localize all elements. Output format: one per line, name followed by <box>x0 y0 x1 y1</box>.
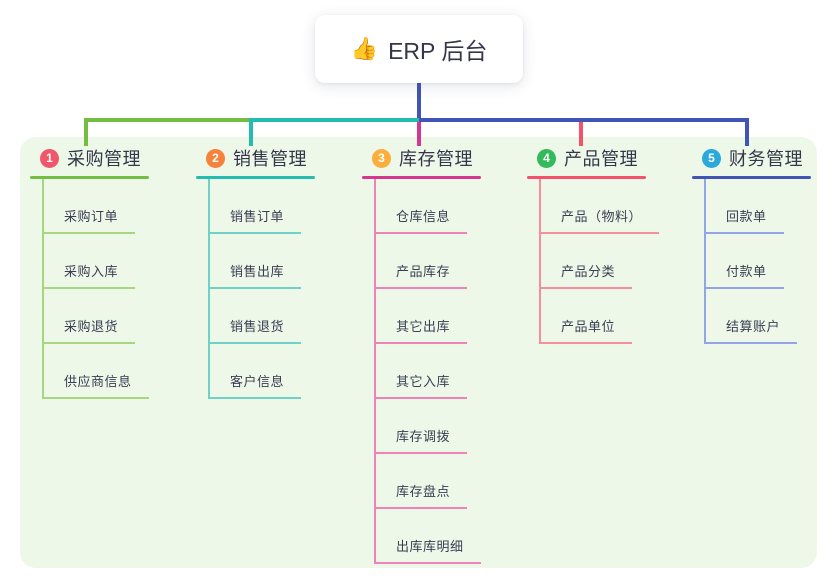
child-node-label: 产品库存 <box>396 264 451 279</box>
child-node-inventory-2[interactable]: 产品库存 <box>374 257 468 289</box>
child-node-inventory-3[interactable]: 其它出库 <box>374 312 468 344</box>
child-node-inventory-4[interactable]: 其它入库 <box>374 367 468 399</box>
child-node-purchase-3[interactable]: 采购退货 <box>42 312 136 344</box>
child-node-label: 销售出库 <box>230 264 285 279</box>
child-node-label: 付款单 <box>726 264 767 279</box>
child-node-sales-3[interactable]: 销售退货 <box>208 312 302 344</box>
branch-underline <box>30 176 149 179</box>
branch-underline <box>692 176 811 179</box>
connector-line <box>745 118 749 146</box>
connector-line <box>84 118 88 146</box>
child-node-label: 出库库明细 <box>396 539 464 554</box>
branch-title: 财务管理 <box>729 149 803 169</box>
child-node-label: 其它入库 <box>396 374 451 389</box>
connector-line <box>419 118 749 122</box>
connector-line <box>417 122 421 146</box>
branch-title: 库存管理 <box>399 149 473 169</box>
child-node-sales-4[interactable]: 客户信息 <box>208 367 302 399</box>
child-node-label: 客户信息 <box>230 374 285 389</box>
child-node-label: 采购订单 <box>64 209 119 224</box>
branch-title: 采购管理 <box>67 149 141 169</box>
child-node-purchase-2[interactable]: 采购入库 <box>42 257 136 289</box>
child-node-product-2[interactable]: 产品分类 <box>539 257 633 289</box>
child-node-finance-3[interactable]: 结算账户 <box>704 312 798 344</box>
child-connector-line <box>539 179 541 344</box>
child-connector-line <box>374 179 376 564</box>
branch-number-badge: 3 <box>372 148 391 168</box>
child-node-label: 销售订单 <box>230 209 285 224</box>
child-connector-line <box>208 179 210 399</box>
branch-number-badge: 2 <box>206 148 225 168</box>
child-node-label: 产品单位 <box>561 319 616 334</box>
child-node-sales-1[interactable]: 销售订单 <box>208 202 302 234</box>
child-node-label: 产品分类 <box>561 264 616 279</box>
branch-underline <box>527 176 646 179</box>
child-node-sales-2[interactable]: 销售出库 <box>208 257 302 289</box>
child-node-label: 回款单 <box>726 209 767 224</box>
branch-node-purchase[interactable]: 1 采购管理 <box>40 147 141 169</box>
child-node-product-3[interactable]: 产品单位 <box>539 312 633 344</box>
child-node-finance-2[interactable]: 付款单 <box>704 257 784 289</box>
connector-line <box>84 118 253 122</box>
branch-underline <box>196 176 315 179</box>
connector-line <box>249 118 419 122</box>
branch-node-sales[interactable]: 2 销售管理 <box>206 147 307 169</box>
child-node-product-1[interactable]: 产品（物料） <box>539 202 660 234</box>
child-node-purchase-4[interactable]: 供应商信息 <box>42 367 149 399</box>
connector-line <box>249 118 253 146</box>
root-node-label: ERP 后台 <box>388 38 488 64</box>
child-node-label: 产品（物料） <box>561 209 643 224</box>
child-node-purchase-1[interactable]: 采购订单 <box>42 202 136 234</box>
branch-number-badge: 1 <box>40 148 59 168</box>
child-node-label: 库存盘点 <box>396 484 451 499</box>
branch-title: 销售管理 <box>233 149 307 169</box>
branch-node-product[interactable]: 4 产品管理 <box>537 147 638 169</box>
child-connector-line <box>704 179 706 344</box>
child-node-label: 其它出库 <box>396 319 451 334</box>
child-node-label: 结算账户 <box>726 319 781 334</box>
child-connector-line <box>42 179 44 399</box>
branch-number-badge: 5 <box>702 148 721 168</box>
child-node-inventory-5[interactable]: 库存调拨 <box>374 422 468 454</box>
child-node-finance-1[interactable]: 回款单 <box>704 202 784 234</box>
branch-node-finance[interactable]: 5 财务管理 <box>702 147 803 169</box>
thumbs-up-icon: 👍 <box>350 36 379 61</box>
branch-underline <box>362 176 481 179</box>
child-node-label: 库存调拨 <box>396 429 451 444</box>
child-node-inventory-1[interactable]: 仓库信息 <box>374 202 468 234</box>
child-node-label: 采购退货 <box>64 319 119 334</box>
child-node-label: 采购入库 <box>64 264 119 279</box>
branches-panel <box>20 137 817 568</box>
branch-title: 产品管理 <box>564 149 638 169</box>
root-node[interactable]: 👍 ERP 后台 <box>315 15 523 83</box>
connector-line <box>579 122 583 146</box>
child-node-label: 销售退货 <box>230 319 285 334</box>
branch-node-inventory[interactable]: 3 库存管理 <box>372 147 473 169</box>
connector-line <box>417 83 421 122</box>
child-node-label: 仓库信息 <box>396 209 451 224</box>
child-node-inventory-7[interactable]: 出库库明细 <box>374 532 481 564</box>
child-node-inventory-6[interactable]: 库存盘点 <box>374 477 468 509</box>
child-node-label: 供应商信息 <box>64 374 132 389</box>
branch-number-badge: 4 <box>537 148 556 168</box>
